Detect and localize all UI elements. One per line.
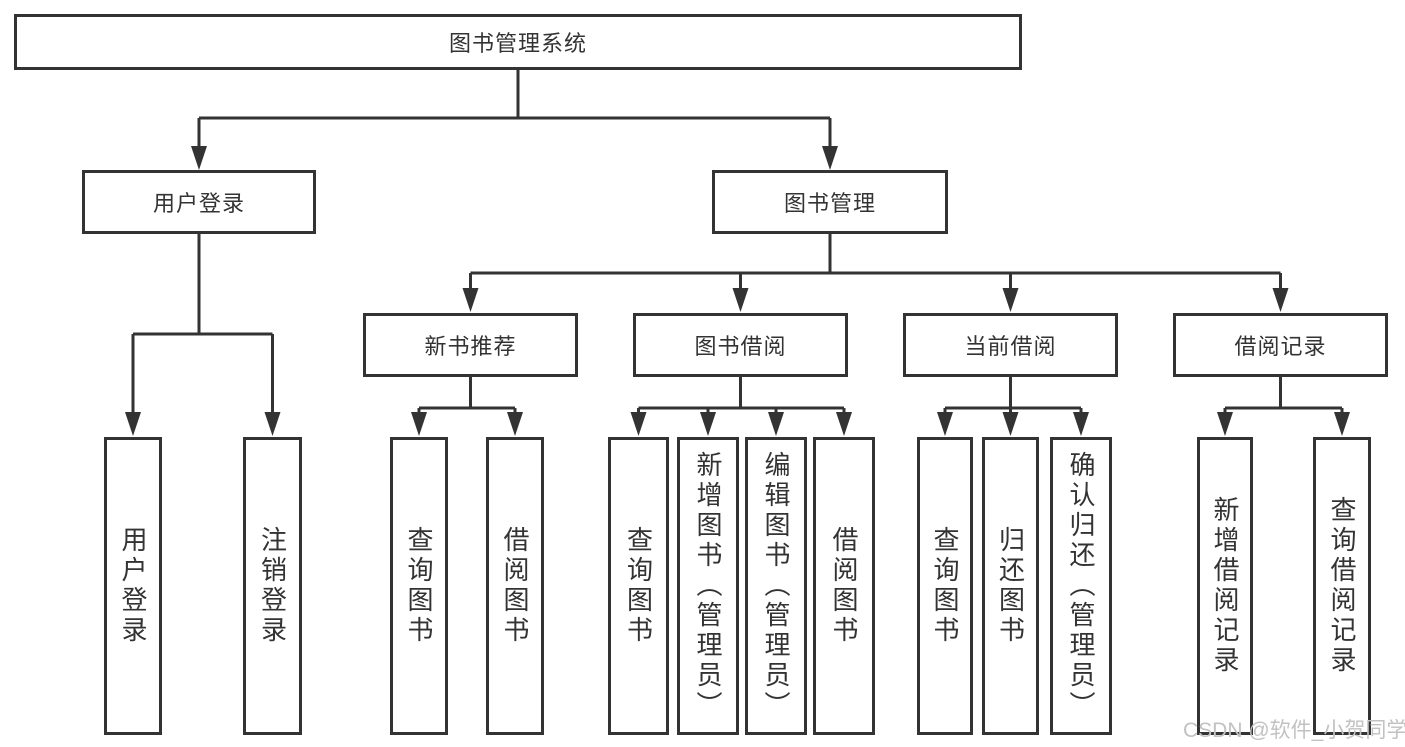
leaf-logout: 注销登录 <box>243 437 302 735</box>
leaf-cb-return-books-label: 归还图书 <box>995 526 1026 646</box>
node-root-label: 图书管理系统 <box>448 31 587 56</box>
connector-book-borrow-to-leaves <box>630 377 852 436</box>
leaf-cb-confirm-return-admin: 确认归还（管理员） <box>1050 437 1112 735</box>
leaf-cb-query-books: 查询图书 <box>917 437 973 735</box>
node-borrow-records: 借阅记录 <box>1173 313 1388 377</box>
node-book-borrowing: 图书借阅 <box>633 313 848 377</box>
leaf-nbr-query-books-label: 查询图书 <box>404 526 434 646</box>
leaf-bb-borrow-books-label: 借阅图书 <box>829 526 859 646</box>
node-new-book-recommend: 新书推荐 <box>363 313 578 377</box>
leaf-user-login: 用户登录 <box>104 437 162 735</box>
leaf-cb-confirm-return-admin-label: 确认归还（管理员） <box>1066 451 1096 721</box>
connector-borrow-records-to-leaves <box>1217 377 1350 436</box>
connector-current-borrow-to-leaves <box>937 377 1089 436</box>
leaf-bb-borrow-books: 借阅图书 <box>813 437 875 735</box>
leaf-cb-query-books-label: 查询图书 <box>930 526 960 646</box>
leaf-nbr-query-books: 查询图书 <box>390 437 448 735</box>
leaf-bb-edit-book-admin-label: 编辑图书（管理员） <box>761 451 791 721</box>
node-new-book-recommend-label: 新书推荐 <box>424 334 517 359</box>
leaf-bb-add-book-admin: 新增图书（管理员） <box>677 437 739 735</box>
leaf-cb-return-books: 归还图书 <box>982 437 1039 735</box>
node-book-management: 图书管理 <box>712 170 948 234</box>
connector-root-to-level2 <box>191 69 838 170</box>
node-current-borrowing-label: 当前借阅 <box>964 334 1057 359</box>
node-current-borrowing: 当前借阅 <box>903 313 1118 377</box>
leaf-bb-query-books-label: 查询图书 <box>623 526 654 646</box>
leaf-br-query-record: 查询借阅记录 <box>1313 437 1371 735</box>
leaf-user-login-label: 用户登录 <box>118 526 148 646</box>
csdn-watermark: CSDN @软件_小贺同学 <box>1183 719 1405 742</box>
leaf-bb-edit-book-admin: 编辑图书（管理员） <box>745 437 807 735</box>
leaf-nbr-borrow-books-label: 借阅图书 <box>500 526 530 646</box>
leaf-br-add-record-label: 新增借阅记录 <box>1210 496 1240 676</box>
node-user-login: 用户登录 <box>82 170 316 234</box>
leaf-bb-add-book-admin-label: 新增图书（管理员） <box>693 451 723 721</box>
connector-user-login-to-leaves <box>125 234 281 436</box>
leaf-logout-label: 注销登录 <box>257 526 288 646</box>
leaf-br-query-record-label: 查询借阅记录 <box>1327 496 1357 676</box>
node-borrow-records-label: 借阅记录 <box>1234 334 1327 359</box>
node-user-login-label: 用户登录 <box>152 191 245 216</box>
node-book-borrowing-label: 图书借阅 <box>694 334 787 359</box>
connector-new-book-rec-to-leaves <box>411 377 523 436</box>
connector-book-mgmt-to-level3 <box>462 234 1289 312</box>
node-root: 图书管理系统 <box>14 14 1022 70</box>
leaf-bb-query-books: 查询图书 <box>608 437 669 735</box>
node-book-management-label: 图书管理 <box>783 191 876 216</box>
leaf-nbr-borrow-books: 借阅图书 <box>486 437 544 735</box>
leaf-br-add-record: 新增借阅记录 <box>1197 437 1253 735</box>
